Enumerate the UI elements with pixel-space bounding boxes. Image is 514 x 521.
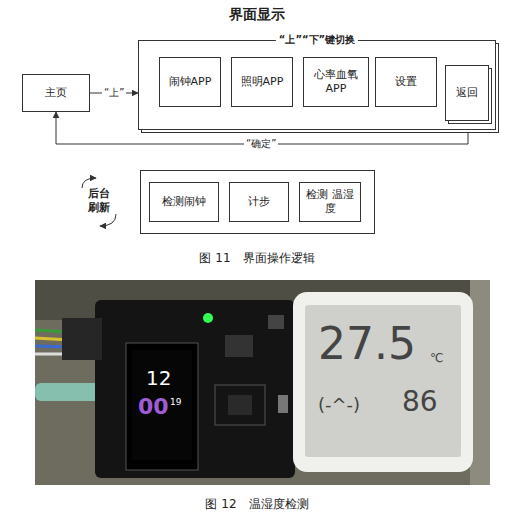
node-label: 计步	[244, 195, 274, 209]
node-label: 心率血氧 APP	[304, 68, 368, 96]
button	[278, 395, 288, 413]
node-label: 检测 温湿度	[300, 188, 360, 216]
task-box: 检测 温湿度	[299, 182, 361, 222]
app-box: 照明APP	[231, 57, 293, 107]
refresh-arrow	[100, 214, 116, 226]
node-label: 闹钟APP	[165, 75, 216, 89]
node-label: 返回	[452, 86, 482, 100]
status-led	[203, 313, 213, 323]
figure-caption: 图 11 界面操作逻辑	[0, 250, 514, 267]
lcd-hour: 12	[146, 368, 171, 388]
node-label: 照明APP	[237, 75, 288, 89]
lcd-screen	[132, 350, 192, 460]
circuit-board	[95, 300, 295, 478]
chip	[268, 315, 284, 329]
settings-box: 设置	[375, 57, 437, 107]
app-group-box: “上”“下”键切换闹钟APP照明APP心率血氧 APP设置返回	[138, 40, 496, 130]
hygrometer-humidity: 86	[402, 388, 438, 416]
chip	[228, 395, 252, 415]
hygrometer-screen	[305, 305, 461, 457]
photo-background	[35, 280, 490, 485]
lcd-bezel	[126, 343, 198, 470]
group-heading: “上”“下”键切换	[276, 33, 358, 47]
figure-caption: 图 12 温湿度检测	[0, 498, 514, 510]
hygrometer-body	[293, 292, 473, 472]
diagram-title: 界面显示	[0, 6, 514, 24]
node-label: 主页	[41, 86, 71, 100]
background-group-box: 后台 刷新检测闹钟计步检测 温湿度	[140, 170, 375, 234]
node-label: 检测闹钟	[158, 195, 210, 209]
edge-label: “确定”	[244, 137, 278, 151]
lcd-second: 19	[170, 398, 181, 407]
edge-label: “上”	[102, 86, 126, 100]
hygrometer-face: (-^-)	[318, 396, 360, 414]
lcd-minute: 00	[138, 396, 169, 418]
task-box: 计步	[229, 182, 289, 222]
node-label: 设置	[391, 75, 421, 89]
chip	[225, 335, 253, 357]
app-box: 心率血氧 APP	[303, 57, 369, 107]
chip-outline	[215, 385, 265, 425]
task-box: 检测闹钟	[149, 182, 219, 222]
hygrometer-unit: ℃	[430, 352, 443, 364]
home-box: 主页	[22, 74, 90, 112]
hygrometer-temperature: 27.5	[318, 322, 416, 366]
group-heading: 后台 刷新	[83, 187, 115, 216]
app-box: 闹钟APP	[159, 57, 221, 107]
pin-header	[62, 318, 102, 360]
back-box: 返回	[445, 65, 489, 121]
